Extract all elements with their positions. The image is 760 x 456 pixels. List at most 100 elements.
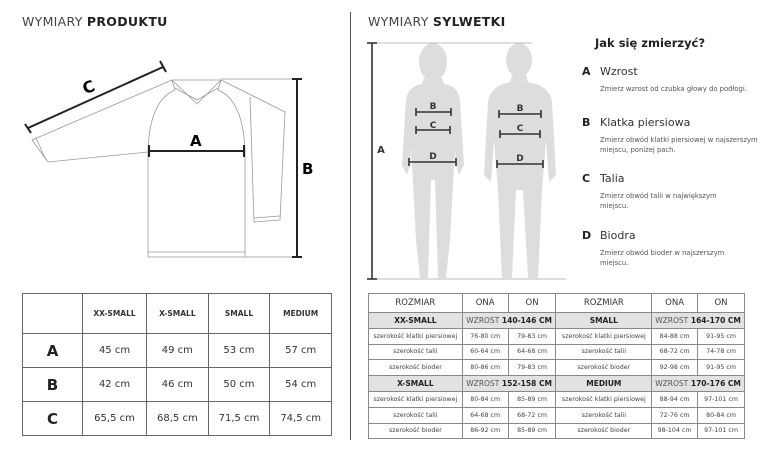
measure-label: szerokość klatki piersiowej: [555, 390, 653, 408]
how-to-measure-title: Jak się zmierzyć?: [595, 36, 706, 50]
cell: 86-92 cm: [461, 422, 509, 440]
height-range: WZROST 164-170 CM: [651, 312, 745, 329]
label-b-male: B: [517, 104, 524, 114]
size-name: SMALL: [555, 312, 653, 329]
step-name: Talia: [600, 172, 625, 185]
cell: 98-104 cm: [651, 422, 699, 440]
cell: 42 cm: [81, 367, 148, 402]
measure-label: szerokość bioder: [368, 422, 463, 440]
cell: 92-98 cm: [651, 359, 699, 377]
cell: 80-84 cm: [697, 406, 745, 424]
measure-label: szerokość talii: [555, 343, 653, 361]
height-value: 164-170 CM: [690, 315, 741, 325]
label-c: C: [80, 76, 98, 98]
cell: 88-94 cm: [651, 390, 699, 408]
measure-label: szerokość bioder: [555, 359, 653, 377]
measure-label: szerokość bioder: [368, 359, 463, 377]
table-row: C 65,5 cm 68,5 cm 71,5 cm 74,5 cm: [22, 401, 332, 436]
header-cell: ONA: [651, 293, 699, 313]
cell: 85-89 cm: [507, 390, 557, 408]
shirt-diagram: C A B: [24, 60, 313, 258]
height-value: 140-146 CM: [501, 315, 552, 325]
cell: 85-89 cm: [507, 422, 557, 440]
measure-label: szerokość talii: [555, 406, 653, 424]
step-name: Klatka piersiowa: [600, 116, 691, 129]
cell: 84-88 cm: [651, 327, 699, 345]
header-cell: ONA: [461, 293, 509, 313]
body-section-title: WYMIARY SYLWETKI: [368, 14, 506, 29]
step-desc: Zmierz wzrost od czubka głowy do podłogi…: [600, 85, 747, 93]
step-name: Biodra: [600, 229, 636, 242]
cell: 68-72 cm: [507, 406, 557, 424]
row-label: B: [22, 367, 83, 402]
cell: 76-80 cm: [461, 327, 509, 345]
measure-label: szerokość klatki piersiowej: [555, 327, 653, 345]
height-label: WZROST: [655, 379, 689, 389]
measure-label: szerokość bioder: [555, 422, 653, 440]
height-range: WZROST 170-176 CM: [651, 375, 745, 392]
step-desc: Zmierz obwód klatki piersiowej w najszer…: [600, 136, 758, 154]
cell: 53 cm: [207, 333, 271, 368]
product-section-title: WYMIARY PRODUKTU: [22, 14, 168, 29]
cell: 80-86 cm: [461, 359, 509, 377]
header-cell: X-SMALL: [146, 293, 209, 334]
dimension-c-line: [27, 66, 164, 129]
height-range: WZROST 140-146 CM: [461, 312, 557, 329]
size-name: MEDIUM: [555, 375, 653, 392]
body-silhouette-diagram: A B C D B C D: [367, 42, 566, 280]
cell: 46 cm: [146, 367, 209, 402]
cell: 57 cm: [269, 333, 332, 368]
male-silhouette: [484, 43, 556, 278]
header-cell: ON: [507, 293, 557, 313]
height-label: WZROST: [655, 315, 689, 325]
size-name: X-SMALL: [368, 375, 463, 392]
header-cell: SMALL: [207, 293, 271, 334]
header-cell: XX-SMALL: [81, 293, 148, 334]
header-cell: MEDIUM: [269, 293, 332, 334]
cell: 72-76 cm: [651, 406, 699, 424]
cell: 74,5 cm: [269, 401, 332, 436]
step-letter: B: [582, 116, 591, 129]
height-value: 152-158 CM: [501, 379, 552, 389]
cell: 64-68 cm: [507, 343, 557, 361]
table-header-row: XX-SMALL X-SMALL SMALL MEDIUM: [22, 293, 332, 334]
label-d-female: D: [429, 152, 436, 162]
cell: 68-72 cm: [651, 343, 699, 361]
cell: 64-68 cm: [461, 406, 509, 424]
label-b-female: B: [430, 102, 437, 112]
shirt-body-outline: [147, 150, 246, 258]
label-c-male: C: [517, 124, 524, 134]
table-row: B 42 cm 46 cm 50 cm 54 cm: [22, 367, 332, 402]
height-label: WZROST: [466, 379, 500, 389]
step-name: Wzrost: [600, 65, 638, 78]
cell: 91-95 cm: [697, 327, 745, 345]
female-silhouette: [402, 43, 464, 278]
label-c-female: C: [430, 121, 437, 131]
header-cell: ROZMIAR: [368, 293, 463, 313]
cell: 45 cm: [81, 333, 148, 368]
cell: 80-84 cm: [461, 390, 509, 408]
cell: 74-78 cm: [697, 343, 745, 361]
header-cell: ROZMIAR: [555, 293, 653, 313]
header-cell: ON: [697, 293, 745, 313]
cell: 68,5 cm: [146, 401, 209, 436]
title-light: WYMIARY: [368, 14, 429, 29]
table-header-row: ROZMIAR ONA ON ROZMIAR ONA ON: [368, 293, 745, 313]
step-letter: C: [582, 172, 591, 185]
step-b: B Klatka piersiowa Zmierz obwód klatki pi…: [582, 111, 758, 156]
cell: 60-64 cm: [461, 343, 509, 361]
left-sleeve-outline: [31, 79, 173, 163]
cell: 79-83 cm: [507, 327, 557, 345]
measure-label: szerokość talii: [368, 406, 463, 424]
